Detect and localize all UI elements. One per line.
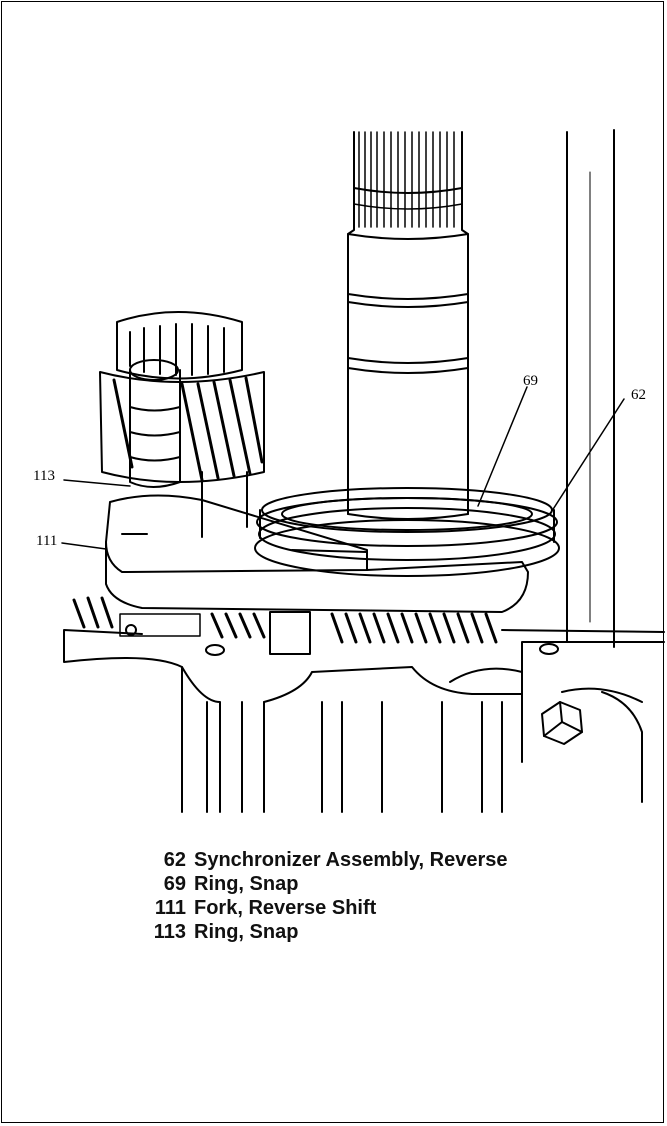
legend-number: 69 — [163, 872, 186, 895]
legend-number: 113 — [153, 920, 186, 943]
callout-69: 69 — [523, 373, 538, 389]
legend-label: Ring, Snap — [194, 872, 299, 895]
reverse-idler-gear — [99, 311, 265, 538]
bolt — [541, 701, 583, 745]
housing-wall — [566, 129, 615, 648]
transmission-case — [63, 624, 665, 813]
callout-62: 62 — [631, 387, 646, 403]
legend-row: 113 Ring, Snap — [146, 920, 507, 944]
legend-number: 111 — [154, 896, 186, 919]
parts-legend: 62 Synchronizer Assembly, Reverse 69 Rin… — [146, 848, 508, 944]
reverse-shift-fork — [105, 494, 529, 655]
legend-label: Synchronizer Assembly, Reverse — [194, 848, 508, 871]
legend-number: 62 — [163, 848, 186, 871]
legend-label: Fork, Reverse Shift — [194, 896, 377, 919]
legend-row: 69 Ring, Snap — [146, 872, 507, 896]
lower-gear — [72, 596, 498, 644]
legend-label: Ring, Snap — [194, 920, 299, 943]
leader-lines — [61, 386, 625, 550]
synchronizer-assembly — [254, 487, 560, 577]
callout-113: 113 — [33, 468, 55, 484]
legend-row: 62 Synchronizer Assembly, Reverse — [146, 848, 508, 872]
callout-111: 111 — [36, 533, 58, 549]
main-shaft — [347, 131, 469, 520]
legend-row: 111 Fork, Reverse Shift — [146, 896, 507, 920]
